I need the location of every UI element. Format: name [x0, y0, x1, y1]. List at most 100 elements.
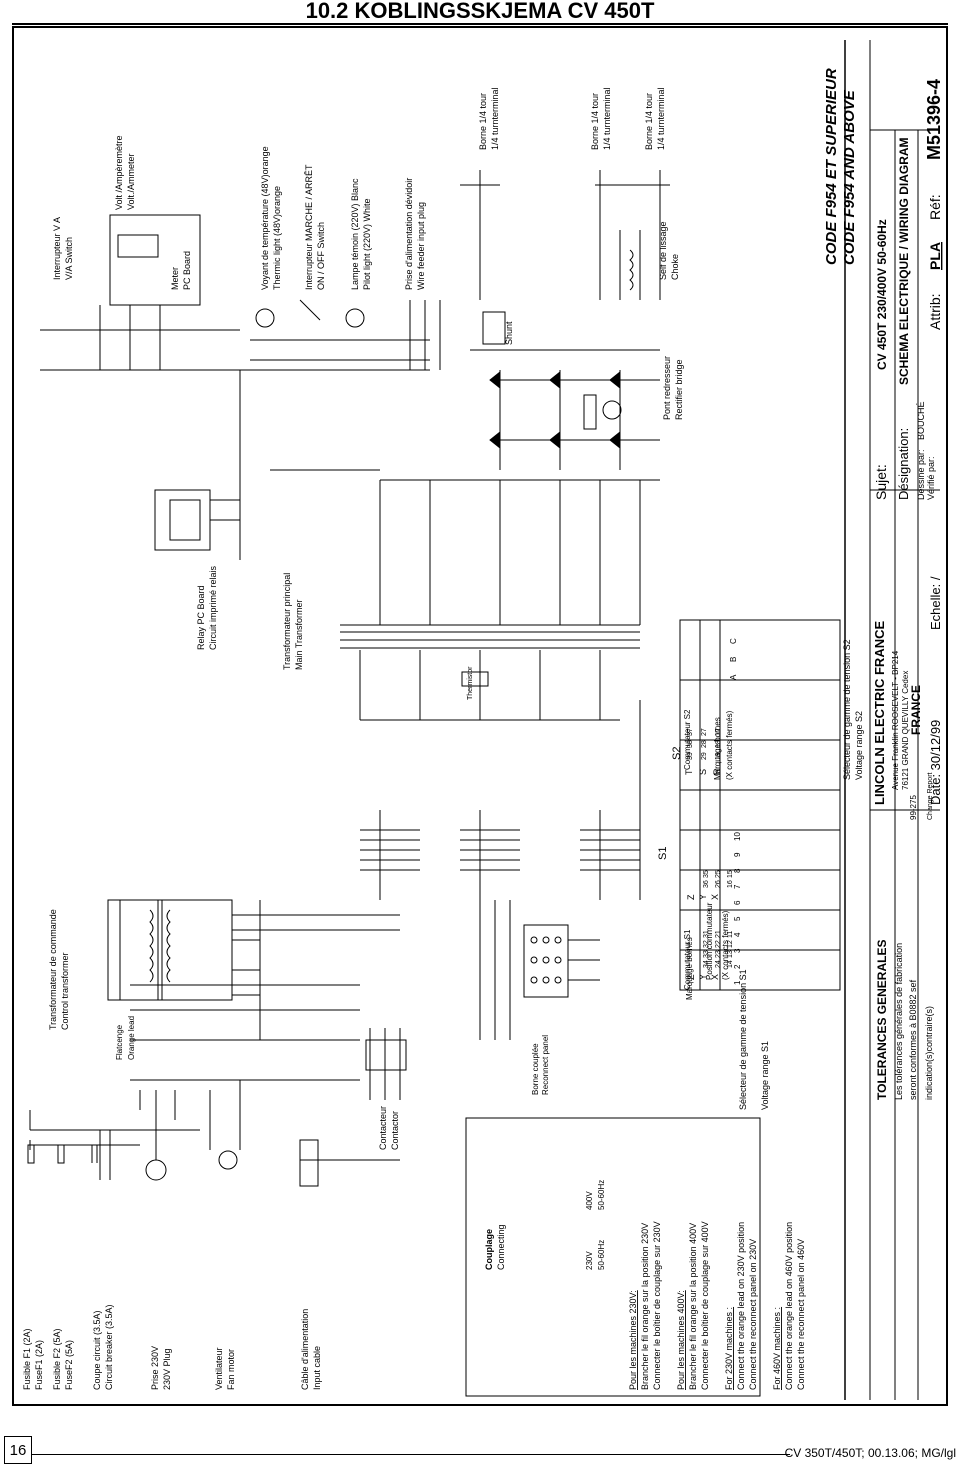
rectifier-label-en: Rectifier bridge — [674, 359, 684, 420]
thermic-light-label-en: Thermic light (48V)orange — [272, 186, 282, 290]
choke-coil — [629, 249, 634, 291]
change-report: Change Report — [927, 772, 934, 820]
plug-label: Prise 230V — [150, 1346, 160, 1390]
shunt-symbol — [482, 311, 506, 345]
orange-lead-label: Orange lead — [127, 1016, 136, 1060]
s2-terminal-number: 18 — [715, 740, 722, 748]
onoff-label-en: ON / OFF Switch — [316, 222, 326, 290]
main-transformer-label: Transformateur principal — [282, 573, 292, 670]
ref-value: M51396-4 — [924, 79, 944, 160]
switch-terminal-number: 21 — [715, 930, 722, 938]
switch-row-label: Z — [686, 894, 696, 900]
designation-label: Désignation: — [896, 428, 911, 500]
fuse-f2-label-en: FuseF2 (5A) — [64, 1340, 74, 1390]
meter-label-en: Volt./Ammeter — [126, 153, 136, 210]
shunt-label: Shunt — [504, 321, 514, 345]
s2-table-marking: Marquage bornes — [713, 717, 722, 780]
feeder-plug-label-en: Wire feeder input plug — [416, 202, 426, 290]
input-cable-label: Câble d'alimentation — [300, 1309, 310, 1390]
switch-terminal-number: 32 — [703, 940, 710, 948]
switch-position-label: 9 — [733, 852, 742, 857]
note-400-fr-2: Connecter le boîtier de couplage sur 400… — [700, 1221, 710, 1390]
switch-table-note: (X contacts fermés) — [721, 910, 730, 980]
meter-board-label: Meter — [170, 267, 180, 290]
s2-terminal-number: 29 — [701, 752, 708, 760]
relay-board — [154, 489, 211, 551]
drawn-by-label: Dessiné par: — [916, 449, 926, 500]
switch-position-label: 5 — [733, 916, 742, 921]
pilot-light-label-en: Pilot light (220V) White — [362, 198, 372, 290]
hz230-label: 50-60Hz — [597, 1240, 606, 1270]
switch-position-label: 10 — [733, 832, 742, 841]
footer-rule — [32, 1454, 790, 1455]
s2-terminal-number: 27 — [701, 728, 708, 736]
contactor-label: Contacteur — [378, 1106, 388, 1150]
v230-label: 230V — [585, 1251, 594, 1270]
coupling-label: Couplage — [484, 1229, 494, 1270]
change-number: 99-275 — [909, 795, 918, 820]
checked-by-label: Vérifié par: — [926, 456, 936, 500]
flatcenge-label: Flatcenge — [115, 1024, 124, 1060]
switch-row-label: X — [710, 974, 720, 980]
fuse-f1-symbol — [27, 1144, 35, 1164]
note-230-en-title: For 230V machines : — [724, 1307, 734, 1390]
note-460-en-1: Connect the orange lead on 460V position — [784, 1222, 794, 1390]
feeder-plug-label: Prise d'alimentation dévidoir — [404, 178, 414, 290]
switch-position-label: 1 — [733, 980, 742, 985]
address-line-1: Avenue Franklin ROOSEVELT - BP214 — [891, 650, 900, 790]
tolerances-line-3: indication(s)contraire(s) — [924, 1006, 934, 1100]
switch-terminal-number: 24 — [715, 960, 722, 968]
switch-table-marking: Marquage bornes — [685, 937, 694, 1000]
title-rule — [12, 23, 948, 25]
commutateur-s2-label: Commutateur S2 — [683, 709, 692, 770]
main-transformer-label-en: Main Transformer — [294, 599, 304, 670]
page-number: 16 — [4, 1436, 32, 1464]
s2-terminal-number: 39 — [687, 752, 694, 760]
terminal-2-label: Borne 1/4 tour — [590, 93, 600, 150]
fuse-f2-label: Fusible F2 (5A) — [52, 1328, 62, 1390]
v400-label: 400V — [585, 1191, 594, 1210]
switch-position-label: 6 — [733, 900, 742, 905]
attrib-label: Attrib: — [927, 293, 943, 330]
switch-terminal-number: 14 — [727, 960, 734, 968]
va-switch-label: Interrupteur V A — [52, 217, 62, 280]
fan-label: Ventilateur — [214, 1347, 224, 1390]
s2-selector-label-en: Voltage range S2 — [854, 711, 864, 780]
fan-motor-symbol — [218, 1150, 238, 1170]
control-transformer-label: Transformateur de commande — [48, 909, 58, 1030]
company-name: LINCOLN ELECTRIC FRANCE — [872, 621, 887, 805]
switch-row-label: Y — [698, 894, 708, 900]
subject-value: CV 450T 230/400V 50-60Hz — [875, 219, 889, 370]
switch-terminal-number: 31 — [703, 930, 710, 938]
switch-table-frame — [679, 789, 841, 991]
circuit-breaker-label-en: Circuit breaker (3.5A) — [104, 1304, 114, 1390]
control-transformer-frame — [107, 899, 233, 1001]
thermic-light-label: Voyant de température (48V)orange — [260, 146, 270, 290]
date-label: Date: 30/12/99 — [928, 720, 943, 805]
country-label: FRANCE — [909, 685, 923, 735]
switch-terminal-number: 26 — [715, 880, 722, 888]
thermistor-symbol — [461, 671, 489, 687]
choke-label-en: Choke — [670, 254, 680, 280]
tolerances-title: TOLERANCES GENERALES — [875, 940, 889, 1100]
thermic-light-symbol — [255, 308, 275, 328]
s2-terminal-number: 28 — [701, 740, 708, 748]
s2-selector-label: Sélecteur de gamme de tension S2 — [842, 639, 852, 780]
note-460-en-title: For 460V machines : — [772, 1307, 782, 1390]
control-transformer-label-en: Control transformer — [60, 952, 70, 1030]
switch-row-label: X — [710, 894, 720, 900]
switch-position-label: 4 — [733, 932, 742, 937]
ref-label: Réf: — [927, 194, 943, 220]
note-230-fr-title: Pour les machines 230V: — [628, 1290, 638, 1390]
switch-terminal-number: 15 — [727, 870, 734, 878]
subject-label: Sujet: — [873, 464, 889, 500]
note-230-fr-2: Connecter le boîtier de couplage sur 230… — [652, 1221, 662, 1390]
switch-terminal-number: 13 — [727, 950, 734, 958]
s1-selector-label: Sélecteur de gamme de tension S1 — [738, 969, 748, 1110]
terminal-3-label-en: 1/4 turnterminal — [656, 87, 666, 150]
thermistor-label: Thermistor — [467, 666, 474, 700]
switch-terminal-number: 16 — [727, 880, 734, 888]
note-400-fr-title: Pour les machines 400V: — [676, 1290, 686, 1390]
address-line-2: 76121 GRAND QUEVILLY Cedex — [901, 671, 910, 790]
switch-terminal-number: 25 — [715, 870, 722, 878]
